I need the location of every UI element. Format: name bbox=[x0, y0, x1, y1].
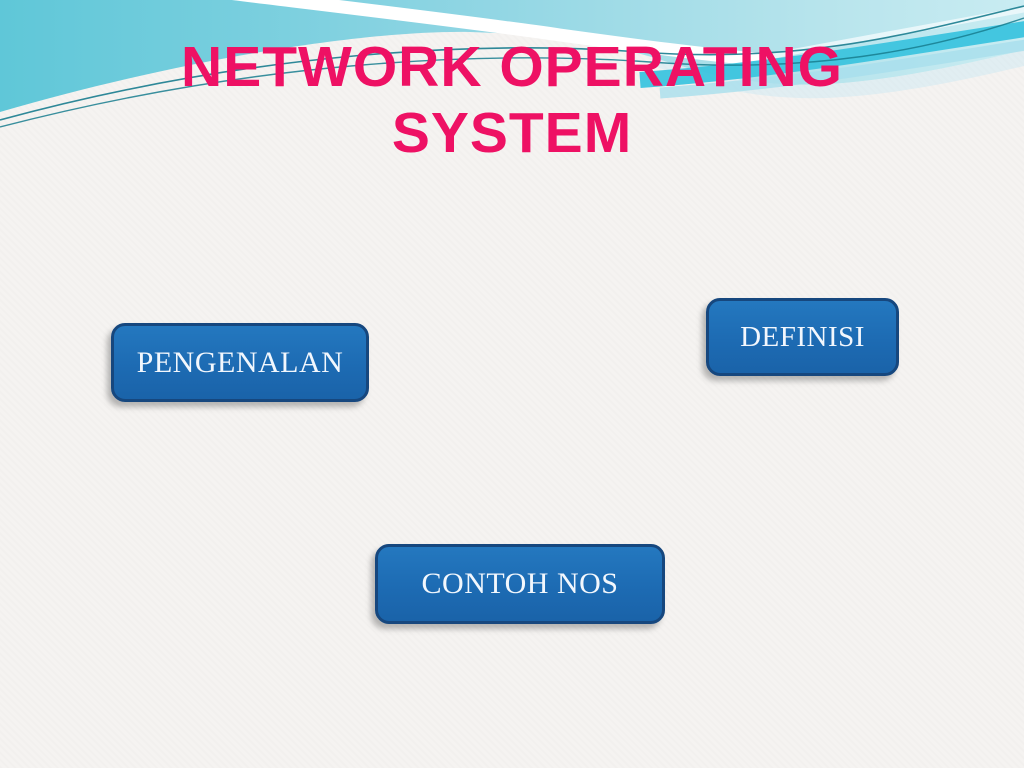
slide-title-line2: SYSTEM bbox=[391, 101, 633, 165]
nav-button-pengenalan[interactable]: PENGENALAN bbox=[111, 323, 369, 402]
nav-button-definisi[interactable]: DEFINISI bbox=[706, 298, 899, 376]
nav-button-contoh-nos[interactable]: CONTOH NOS bbox=[375, 544, 665, 624]
slide-title: NETWORK OPERATING SYSTEM bbox=[0, 34, 1024, 166]
slide-title-line1: NETWORK OPERATING bbox=[181, 35, 843, 99]
